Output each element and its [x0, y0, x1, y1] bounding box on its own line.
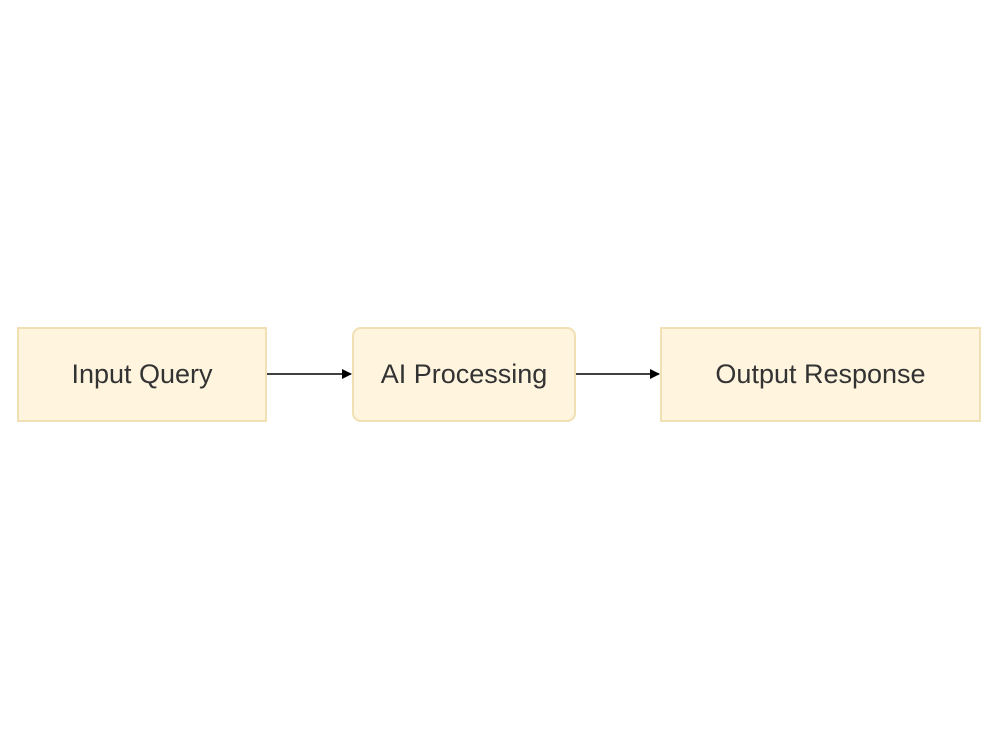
node-label: Input Query [71, 359, 213, 389]
node-label: AI Processing [380, 359, 548, 389]
node-output-response: Output Response [660, 327, 981, 422]
node-input-query: Input Query [17, 327, 267, 422]
node-label: Output Response [715, 359, 926, 389]
node-ai-processing: AI Processing [352, 327, 576, 422]
